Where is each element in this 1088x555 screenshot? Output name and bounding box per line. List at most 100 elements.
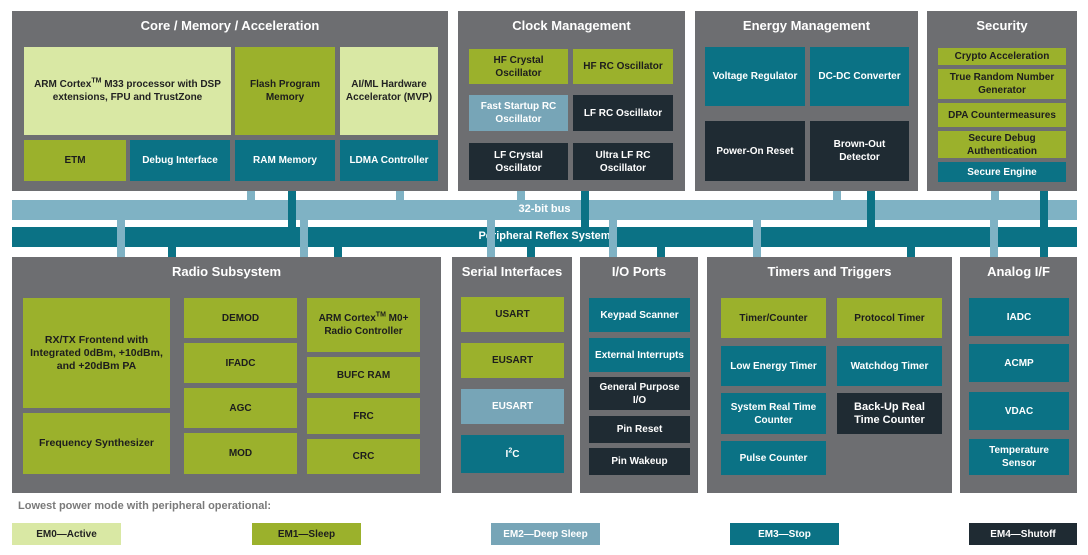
block-etm: ETM bbox=[24, 140, 126, 181]
panel-serial: Serial Interfaces USART EUSART EUSART I2… bbox=[452, 257, 572, 493]
legend-em3: EM3—Stop bbox=[730, 523, 839, 545]
legend-em0: EM0—Active bbox=[12, 523, 121, 545]
block-pin-reset: Pin Reset bbox=[589, 416, 690, 443]
legend-em1: EM1—Sleep bbox=[252, 523, 361, 545]
block-rxtx-frontend: RX/TX Frontend with Integrated 0dBm, +10… bbox=[23, 298, 170, 408]
block-demod: DEMOD bbox=[184, 298, 297, 338]
block-brown-out: Brown-Out Detector bbox=[810, 121, 909, 181]
panel-io-title: I/O Ports bbox=[611, 264, 667, 279]
block-ifadc: IFADC bbox=[184, 343, 297, 383]
connector-security-prs bbox=[1040, 190, 1048, 227]
bus-prs: Peripheral Reflex System bbox=[12, 227, 1077, 247]
block-dpa: DPA Countermeasures bbox=[938, 103, 1066, 127]
block-timer-counter: Timer/Counter bbox=[721, 298, 826, 338]
connector-core-prs bbox=[288, 190, 296, 227]
panel-energy-title: Energy Management bbox=[742, 18, 871, 33]
connector-analog-bus bbox=[990, 220, 998, 257]
block-crypto: Crypto Acceleration bbox=[938, 48, 1066, 65]
block-backup-rtc: Back-Up Real Time Counter bbox=[837, 393, 942, 434]
block-eusart-2: EUSART bbox=[461, 389, 564, 424]
block-crc: CRC bbox=[307, 439, 420, 474]
block-hf-crystal: HF Crystal Oscillator bbox=[469, 49, 568, 84]
block-agc: AGC bbox=[184, 388, 297, 428]
connector-clock-bus bbox=[517, 190, 525, 200]
block-sys-rtc: System Real Time Counter bbox=[721, 393, 826, 434]
block-voltage-regulator: Voltage Regulator bbox=[705, 47, 805, 106]
connector-security-bus bbox=[991, 190, 999, 200]
block-lf-crystal: LF Crystal Oscillator bbox=[469, 143, 568, 180]
block-eusart-1: EUSART bbox=[461, 343, 564, 378]
block-iadc: IADC bbox=[969, 298, 1069, 336]
panel-timers: Timers and Triggers Timer/Counter Protoc… bbox=[707, 257, 952, 493]
panel-security-title: Security bbox=[976, 18, 1028, 33]
block-watchdog: Watchdog Timer bbox=[837, 346, 942, 386]
block-letimer: Low Energy Timer bbox=[721, 346, 826, 386]
block-gpio: General Purpose I/O bbox=[589, 377, 690, 410]
connector-timers-prs bbox=[907, 247, 915, 257]
legend-em4: EM4—Shutoff bbox=[969, 523, 1077, 545]
block-protocol-timer: Protocol Timer bbox=[837, 298, 942, 338]
panel-radio: Radio Subsystem RX/TX Frontend with Inte… bbox=[12, 257, 441, 493]
block-flash: Flash Program Memory bbox=[235, 47, 335, 135]
connector-serial-bus bbox=[487, 220, 495, 257]
block-mod: MOD bbox=[184, 433, 297, 474]
connector-io-bus bbox=[609, 220, 617, 257]
block-vdac: VDAC bbox=[969, 392, 1069, 430]
block-dcdc: DC-DC Converter bbox=[810, 47, 909, 106]
connector-serial-prs bbox=[527, 247, 535, 257]
connector-energy-bus bbox=[833, 190, 841, 200]
block-power-on-reset: Power-On Reset bbox=[705, 121, 805, 181]
block-usart: USART bbox=[461, 297, 564, 332]
legend-title: Lowest power mode with peripheral operat… bbox=[18, 500, 272, 512]
connector-timers-bus bbox=[753, 220, 761, 257]
connector-radio-bus-2 bbox=[300, 220, 308, 257]
panel-analog-title: Analog I/F bbox=[987, 264, 1050, 279]
block-frc: FRC bbox=[307, 398, 420, 434]
connector-radio-prs bbox=[168, 247, 176, 257]
block-lf-rc: LF RC Oscillator bbox=[573, 95, 673, 131]
panel-timers-title: Timers and Triggers bbox=[767, 264, 892, 279]
connector-analog-prs bbox=[1040, 247, 1048, 257]
block-m0-label: ARM Cortex bbox=[318, 313, 376, 324]
block-trng: True Random Number Generator bbox=[938, 69, 1066, 99]
panel-clock-title: Clock Management bbox=[512, 18, 631, 33]
block-pulse-counter: Pulse Counter bbox=[721, 441, 826, 475]
connector-io-prs bbox=[657, 247, 665, 257]
panel-radio-title: Radio Subsystem bbox=[171, 264, 282, 279]
connector-clock-prs bbox=[581, 190, 589, 227]
block-ext-interrupts: External Interrupts bbox=[589, 338, 690, 372]
panel-core: Core / Memory / Acceleration ARM CortexT… bbox=[12, 11, 448, 191]
panel-core-title: Core / Memory / Acceleration bbox=[140, 18, 320, 33]
bus-32bit: 32-bit bus bbox=[12, 200, 1077, 220]
block-m0-radio-controller: ARM CortexTM M0+ Radio Controller bbox=[307, 298, 420, 352]
block-keypad: Keypad Scanner bbox=[589, 298, 690, 332]
legend-em2: EM2—Deep Sleep bbox=[491, 523, 600, 545]
i2c-label-2: C bbox=[512, 448, 520, 460]
block-debug-interface: Debug Interface bbox=[130, 140, 230, 181]
panel-security: Security Crypto Acceleration True Random… bbox=[927, 11, 1077, 191]
block-bufc-ram: BUFC RAM bbox=[307, 357, 420, 393]
i2c-sup: 2 bbox=[508, 447, 513, 455]
block-secure-debug: Secure Debug Authentication bbox=[938, 131, 1066, 158]
block-acmp: ACMP bbox=[969, 344, 1069, 382]
block-ldma: LDMA Controller bbox=[340, 140, 438, 181]
panel-io: I/O Ports Keypad Scanner External Interr… bbox=[580, 257, 698, 493]
block-aiml: AI/ML Hardware Accelerator (MVP) bbox=[340, 47, 438, 135]
block-pin-wakeup: Pin Wakeup bbox=[589, 448, 690, 475]
connector-core-bus-2 bbox=[396, 190, 404, 200]
block-arm-m33-label: ARM Cortex bbox=[34, 79, 92, 90]
block-arm-m33: ARM CortexTM M33 processor with DSP exte… bbox=[24, 47, 231, 135]
block-ram: RAM Memory bbox=[235, 140, 335, 181]
block-temp-sensor: Temperature Sensor bbox=[969, 439, 1069, 475]
block-freq-synth: Frequency Synthesizer bbox=[23, 413, 170, 474]
panel-clock: Clock Management HF Crystal Oscillator H… bbox=[458, 11, 685, 191]
trademark-sup: TM bbox=[375, 311, 386, 319]
block-i2c: I2C bbox=[461, 435, 564, 473]
panel-analog: Analog I/F IADC ACMP VDAC Temperature Se… bbox=[960, 257, 1077, 493]
panel-serial-title: Serial Interfaces bbox=[461, 264, 563, 279]
block-arm-m33-label-2: M33 processor with DSP extensions, FPU a… bbox=[52, 79, 221, 103]
block-ultra-lf-rc: Ultra LF RC Oscillator bbox=[573, 143, 673, 180]
block-secure-engine: Secure Engine bbox=[938, 162, 1066, 182]
i2c-label: I bbox=[505, 448, 509, 460]
block-fast-startup-rc: Fast Startup RC Oscillator bbox=[469, 95, 568, 131]
